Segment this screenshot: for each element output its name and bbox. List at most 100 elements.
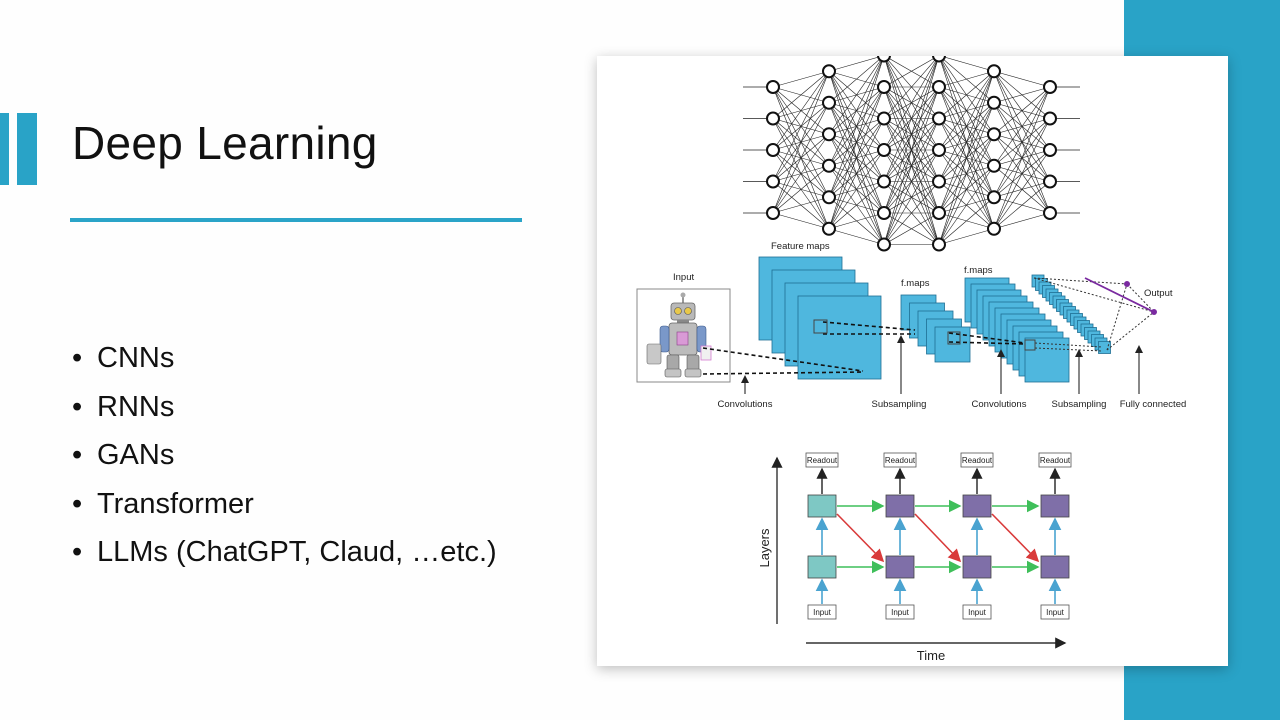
bullet-glyph: •: [72, 390, 83, 423]
nn-node: [1043, 111, 1057, 126]
readout-label: Readout: [885, 456, 916, 465]
rnn-cell: [807, 494, 837, 518]
feature-map-stack: [900, 294, 971, 363]
nn-edge: [883, 118, 940, 245]
rnn-cell: [962, 494, 992, 518]
bullet-glyph: •: [72, 487, 83, 520]
input-label: Input: [1046, 608, 1065, 617]
nn-node: [932, 143, 946, 157]
nn-edge: [772, 70, 830, 88]
nn-edge: [828, 212, 885, 230]
nn-edge: [883, 56, 940, 214]
nn-node: [877, 143, 891, 157]
feature-map: [797, 295, 882, 380]
nn-edge: [993, 70, 1051, 88]
convolution-projection-lines: [702, 321, 1026, 375]
rnn-cell: [807, 555, 837, 579]
nn-edge: [938, 134, 995, 245]
nn-edge: [772, 71, 830, 119]
rnn-cell: [885, 555, 915, 579]
nn-edge: [828, 228, 885, 245]
nn-edge: [993, 86, 1051, 135]
stage-label: Subsampling: [872, 399, 927, 410]
nn-edge: [772, 165, 830, 214]
nn-node: [1043, 143, 1057, 157]
nn-edge: [938, 71, 995, 119]
stage-label: Subsampling: [1052, 399, 1107, 410]
feature-map: [1098, 341, 1111, 354]
nn-edge: [883, 56, 940, 182]
nn-edge: [993, 86, 1051, 198]
nn-node: [877, 206, 891, 220]
nn-edge: [993, 149, 1051, 229]
rnn-cell: [962, 555, 992, 579]
slide-title: Deep Learning: [72, 117, 378, 169]
nn-node: [932, 206, 946, 220]
cnn-input-label: Input: [673, 272, 694, 283]
nn-node: [766, 174, 780, 189]
bullet-text: CNNs: [97, 342, 175, 374]
fully-connected-line: [1084, 277, 1155, 313]
input-box: [807, 604, 837, 620]
input-box: [1040, 604, 1070, 620]
nn-edge: [993, 181, 1051, 229]
nn-node: [822, 64, 836, 79]
nn-node: [932, 80, 946, 94]
nn-node: [822, 158, 836, 173]
readout-label: Readout: [1040, 456, 1071, 465]
nn-node: [877, 111, 891, 126]
nn-node: [766, 206, 780, 220]
bullet-glyph: •: [72, 439, 83, 471]
nn-edge: [883, 212, 940, 245]
feature-maps-label: Feature maps: [771, 241, 830, 252]
readout-label: Readout: [807, 456, 838, 465]
readout-box: [805, 452, 839, 468]
cross-layer-arrow: [914, 513, 962, 563]
nn-edge: [993, 86, 1051, 229]
nn-edge: [938, 71, 995, 151]
stage-arrows: [741, 335, 1143, 394]
nn-node: [822, 127, 836, 142]
title-underline: [70, 218, 522, 222]
nn-node: [987, 127, 1001, 142]
nn-edge: [828, 56, 885, 198]
bullet-list: •CNNs •RNNs •GANs •Transformer •LLMs (Ch…: [72, 334, 497, 577]
accent-bar: [17, 113, 37, 185]
bullet-glyph: •: [72, 342, 83, 374]
nn-node: [822, 95, 836, 110]
bullet-item: • GANs: [72, 431, 497, 480]
nn-edge: [938, 71, 995, 214]
nn-edge: [993, 118, 1051, 229]
nn-edge: [938, 70, 995, 88]
nn-edge: [993, 212, 1051, 230]
figure-canvas: Input Feature maps f.maps f.maps Output …: [636, 56, 1186, 663]
nn-node: [932, 174, 946, 189]
nn-node: [987, 190, 1001, 205]
nn-node: [987, 95, 1001, 110]
nn-edge: [772, 71, 830, 151]
accent-bar: [0, 113, 9, 185]
nn-edge: [772, 212, 830, 230]
kernel-window: [1024, 339, 1036, 351]
bullet-text: GANs: [97, 439, 175, 471]
nn-edge: [772, 102, 830, 214]
rnn-cells: ReadoutInputReadoutInputReadoutInputRead…: [805, 452, 1072, 620]
nn-edge: [993, 86, 1051, 166]
nn-node: [877, 80, 891, 94]
bullet-text: Transformer: [97, 487, 254, 520]
nn-node: [766, 80, 780, 94]
neural-network-diagram: [743, 56, 1080, 252]
dotted-connections: [1033, 277, 1155, 352]
nn-edge: [938, 102, 995, 245]
feature-map-stack: [758, 256, 882, 380]
nn-edge: [938, 71, 995, 245]
fmaps-label: f.maps: [901, 278, 930, 289]
nn-edge: [883, 181, 940, 245]
x-axis-label: Time: [917, 648, 945, 663]
output-label: Output: [1144, 288, 1173, 299]
feature-map-stack: [964, 277, 1070, 383]
input-label: Input: [891, 608, 910, 617]
nn-node: [1043, 174, 1057, 189]
rnn-cell: [1040, 494, 1070, 518]
